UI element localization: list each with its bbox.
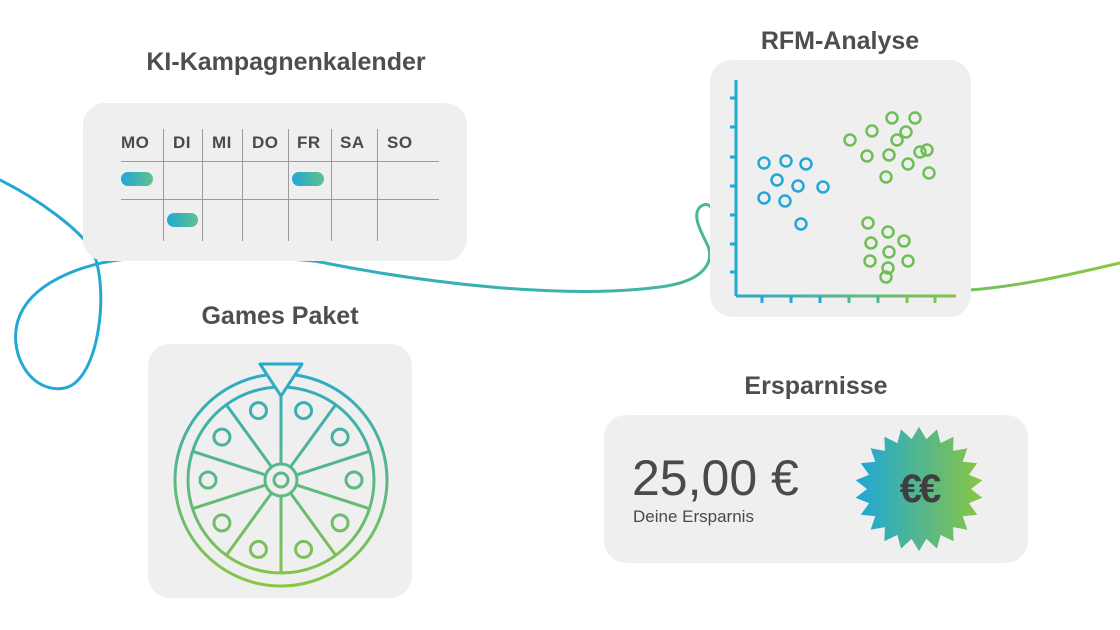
calendar-title: KI-Kampagnenkalender xyxy=(146,48,426,76)
euro-badge-icon xyxy=(855,426,983,552)
day-label-fr: FR xyxy=(297,133,321,152)
savings-title: Ersparnisse xyxy=(744,372,888,400)
wheel-slot xyxy=(212,513,232,533)
rfm-point xyxy=(922,166,936,180)
day-label-di: DI xyxy=(173,133,191,152)
rfm-point xyxy=(901,254,915,268)
wheel-hub xyxy=(263,462,299,498)
rfm-point xyxy=(899,125,913,139)
savings-label: Deine Ersparnis xyxy=(633,507,754,526)
rfm-point xyxy=(865,124,879,138)
rfm-point xyxy=(901,157,915,171)
wheel-slot xyxy=(330,427,350,447)
calendar-divider xyxy=(202,129,203,241)
rfm-point xyxy=(860,149,874,163)
wheel-hub-center xyxy=(272,471,290,489)
wheel-of-fortune-icon[interactable] xyxy=(168,350,394,592)
savings-card: 25,00 € Deine Ersparnis €€ xyxy=(604,415,1028,563)
wheel-spoke xyxy=(192,449,267,477)
rfm-title: RFM-Analyse xyxy=(760,27,920,55)
rfm-point xyxy=(861,216,875,230)
rfm-scatter-plot xyxy=(730,80,956,303)
wheel-slot xyxy=(212,427,232,447)
rfm-point xyxy=(881,225,895,239)
wheel-slot xyxy=(248,401,268,421)
rfm-point xyxy=(770,173,784,187)
wheel-slot xyxy=(294,539,314,559)
rfm-point xyxy=(757,156,771,170)
wheel-spoke xyxy=(225,492,273,557)
wheel-slot xyxy=(198,470,218,490)
wheel-slot xyxy=(294,401,314,421)
rfm-point xyxy=(863,254,877,268)
rfm-point xyxy=(908,111,922,125)
wheel-spoke xyxy=(192,483,267,511)
day-label-mo: MO xyxy=(121,133,150,152)
calendar-divider xyxy=(163,129,164,241)
rfm-point xyxy=(879,270,893,284)
rfm-point xyxy=(897,234,911,248)
rfm-point xyxy=(920,143,934,157)
rfm-point xyxy=(879,170,893,184)
rfm-point xyxy=(882,148,896,162)
calendar-card: MO DI MI DO FR SA SO xyxy=(83,103,467,261)
wheel-spoke xyxy=(295,449,370,477)
rfm-point xyxy=(913,145,927,159)
calendar-divider xyxy=(288,129,289,241)
rfm-point xyxy=(885,111,899,125)
wheel-spoke xyxy=(289,492,337,557)
wheel-spoke xyxy=(225,403,273,468)
rfm-point xyxy=(816,180,830,194)
calendar-event[interactable] xyxy=(167,213,198,227)
calendar-divider xyxy=(331,129,332,241)
wheel-slot xyxy=(330,513,350,533)
rfm-axes xyxy=(730,80,956,303)
calendar-divider xyxy=(377,129,378,241)
rfm-points xyxy=(757,111,936,284)
wheel-pointer xyxy=(258,362,304,398)
wheel-spoke xyxy=(289,403,337,468)
rfm-point xyxy=(882,245,896,259)
rfm-point xyxy=(890,133,904,147)
rfm-point xyxy=(791,179,805,193)
rfm-card xyxy=(710,60,971,317)
day-label-do: DO xyxy=(252,133,279,152)
calendar-row-divider xyxy=(121,161,439,162)
wheel-slot xyxy=(248,539,268,559)
rfm-point xyxy=(799,157,813,171)
day-label-sa: SA xyxy=(340,133,365,152)
wheel-spoke xyxy=(295,483,370,511)
rfm-point xyxy=(881,261,895,275)
wheel-slot xyxy=(344,470,364,490)
day-label-mi: MI xyxy=(212,133,232,152)
calendar-event[interactable] xyxy=(292,172,324,186)
calendar-event[interactable] xyxy=(121,172,153,186)
calendar-divider xyxy=(242,129,243,241)
rfm-point xyxy=(864,236,878,250)
euro-badge-text: €€ xyxy=(899,466,942,511)
rfm-point xyxy=(794,217,808,231)
rfm-point xyxy=(757,191,771,205)
savings-amount: 25,00 € xyxy=(632,450,799,506)
calendar-row-divider xyxy=(121,199,439,200)
day-label-so: SO xyxy=(387,133,413,152)
games-title: Games Paket xyxy=(201,302,359,330)
rfm-point xyxy=(843,133,857,147)
games-card xyxy=(148,344,412,598)
rfm-point xyxy=(779,154,793,168)
rfm-point xyxy=(778,194,792,208)
